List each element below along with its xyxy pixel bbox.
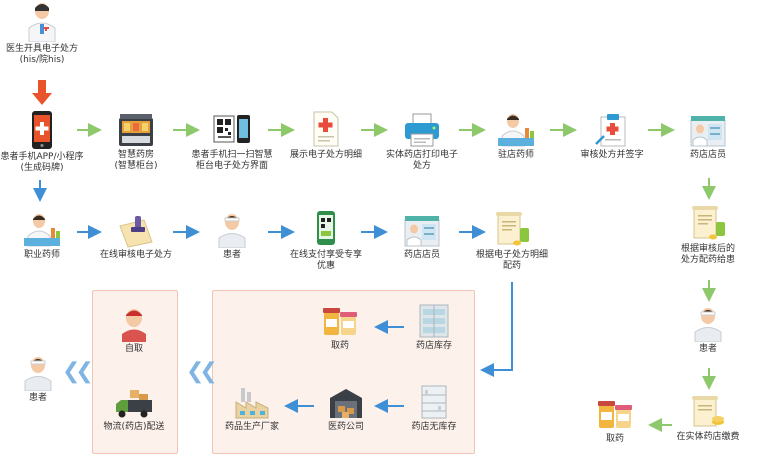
arrow-pick-to-panel: [480, 282, 513, 377]
node-delivery: 物流(药店)配送: [84, 386, 184, 433]
prescription-scroll-icon: [692, 396, 724, 427]
node-patient-c: 患者: [658, 306, 758, 355]
node-smart-pharmacy: 智慧药房 (智慧柜台): [86, 112, 186, 172]
factory-icon: [235, 388, 269, 419]
chevron-left-icon: ❮❮: [62, 359, 94, 384]
phone-icon: [32, 111, 52, 149]
node-licensed-pharmacist: 职业药师: [0, 212, 92, 261]
patient-icon: [218, 214, 246, 248]
pharmacist-icon: [498, 114, 534, 147]
node-store-clerk-a: 药店店员: [658, 112, 758, 161]
node-review-sign: 审核处方并签字: [562, 112, 662, 161]
medicine-jars-icon: [323, 308, 357, 335]
node-store-stock: 药店库存: [384, 303, 484, 352]
warehouse-icon: [330, 389, 362, 418]
printer-icon: [405, 113, 439, 147]
node-doctor: 医生开具电子处方 (his/院his): [0, 2, 92, 66]
person-icon: [122, 309, 146, 342]
node-rx-details: 展示电子处方明细: [276, 110, 376, 161]
node-pick-by-rx: 根据电子处方明细 配药: [462, 210, 562, 272]
node-pharma-company: 医药公司: [296, 386, 396, 433]
node-store-pay: 在实体药店缴费: [658, 394, 758, 443]
shelf-icon: [421, 385, 447, 419]
node-pharmacist-a: 驻店药师: [466, 112, 566, 161]
arrow-doctor-to-app: [32, 80, 52, 105]
mobile-pay-icon: [317, 211, 335, 245]
clipboard-icon: [595, 114, 626, 147]
pharmacy-cabinet-icon: [119, 114, 153, 146]
node-manufacturer: 药品生产厂家: [202, 384, 302, 433]
qr-scan-icon: [213, 115, 250, 143]
node-no-stock: 药店无库存: [384, 384, 484, 433]
patient-icon: [24, 357, 52, 391]
stamp-icon: [119, 216, 153, 248]
node-patient-b: 患者: [182, 212, 282, 261]
truck-icon: [116, 390, 152, 418]
pharmacy-counter-icon: [404, 216, 440, 247]
chevron-left-icon: ❮❮: [186, 359, 218, 384]
node-store-clerk-b: 药店店员: [372, 212, 472, 261]
node-online-review: 在线审核电子处方: [86, 214, 186, 261]
node-take-medicine-right: 取药: [565, 398, 665, 445]
node-dispense-after-review: 根据审核后的 处方配药给患: [658, 204, 758, 266]
node-scan-screen: 患者手机扫一扫智慧 柜台电子处方界面: [182, 112, 282, 172]
node-self-pickup: 自取: [84, 306, 184, 355]
node-online-pay: 在线支付享受专享 优惠: [276, 210, 376, 272]
patient-icon: [694, 308, 722, 342]
pharmacy-counter-icon: [690, 116, 726, 147]
node-print-rx: 实体药店打印电子 处方: [372, 112, 472, 172]
node-take-medicine-mid: 取药: [290, 305, 390, 352]
medicine-jars-icon: [598, 401, 632, 428]
pharmacist-icon: [24, 214, 60, 247]
doctor-icon: [28, 3, 56, 42]
prescription-scroll-icon: [496, 212, 529, 246]
shelf-icon: [419, 304, 449, 338]
prescription-icon: [313, 111, 339, 147]
node-patient-app: 患者手机APP/小程序 (生成码牌): [0, 110, 92, 174]
prescription-scroll-icon: [692, 206, 725, 240]
node-patient-d: 患者: [0, 355, 88, 404]
